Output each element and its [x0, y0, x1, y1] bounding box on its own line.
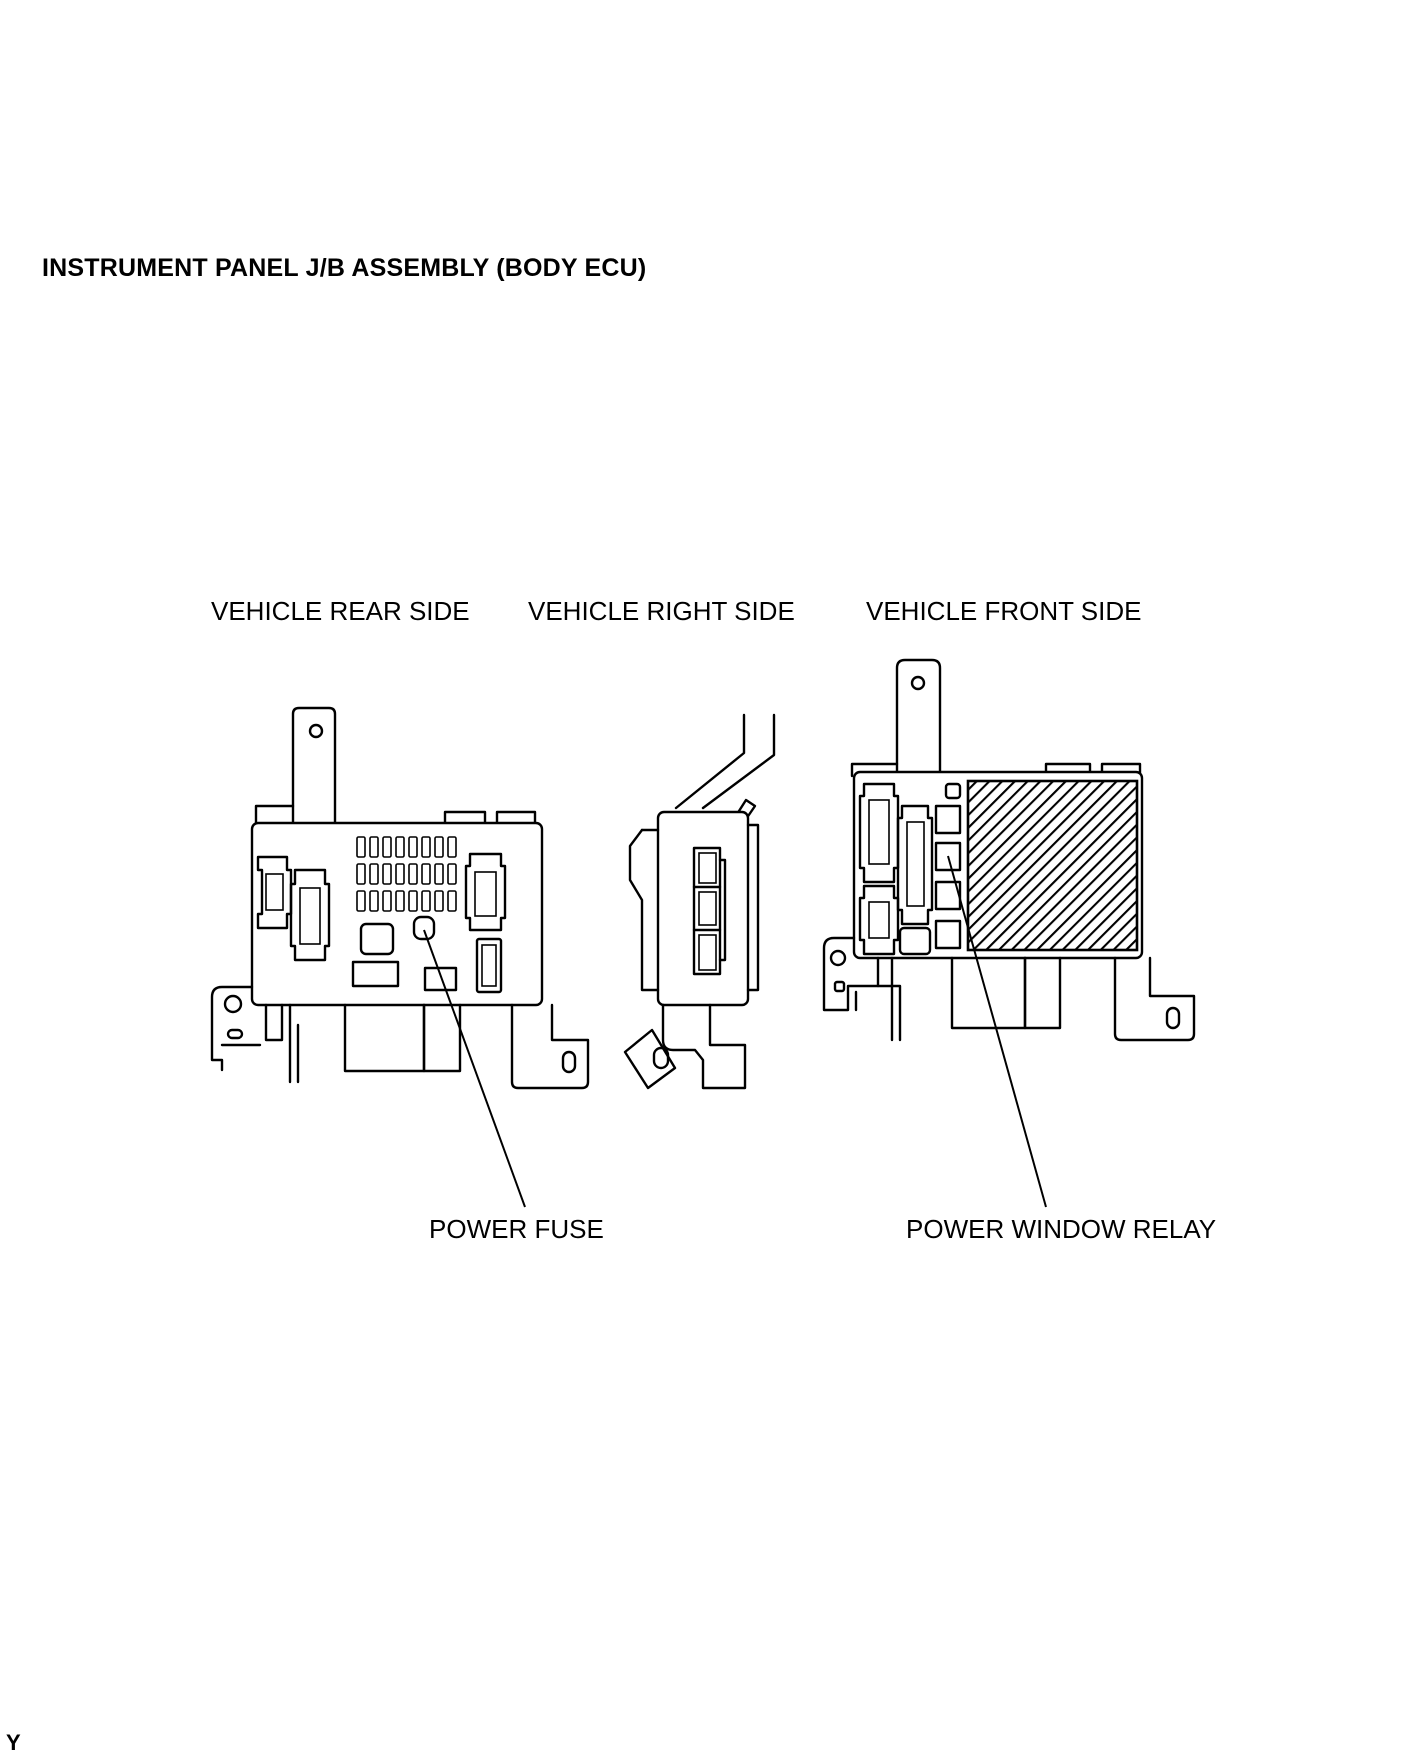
rear-side-view: [210, 706, 590, 1090]
front-connector-bottom-left: [858, 884, 900, 956]
view-label-front-side: VEHICLE FRONT SIDE: [866, 596, 1142, 626]
front-connector-middle: [896, 804, 934, 926]
right-side-view: [623, 713, 776, 1090]
view-label-right-side: VEHICLE RIGHT SIDE: [528, 596, 795, 626]
leader-power-window-relay: [947, 855, 1047, 1208]
front-connector-top-left: [858, 782, 900, 884]
callout-power-window-relay: POWER WINDOW RELAY: [906, 1214, 1217, 1244]
connector-left-1: [256, 855, 293, 930]
leader-power-fuse: [423, 929, 526, 1208]
body-ecu-hatched-area: [966, 779, 1139, 952]
callout-power-fuse: POWER FUSE: [429, 1214, 604, 1244]
page-title: INSTRUMENT PANEL J/B ASSEMBLY (BODY ECU): [42, 254, 647, 282]
front-side-view: [822, 658, 1196, 1042]
fuse-grid: [356, 836, 457, 912]
connector-left-2: [289, 868, 331, 962]
view-label-rear-side: VEHICLE REAR SIDE: [211, 596, 470, 626]
connector-right: [464, 852, 507, 932]
corner-mark: Y: [6, 1730, 21, 1755]
power-fuse-part: [412, 915, 436, 941]
side-connectors: [692, 846, 727, 976]
power-window-relay-part: [934, 841, 962, 872]
